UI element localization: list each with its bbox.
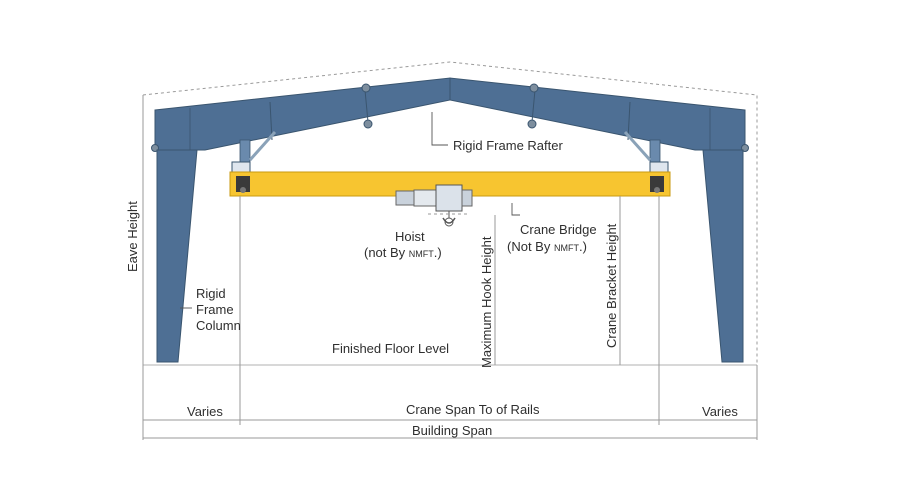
- hoist-label: Hoist: [395, 229, 425, 244]
- rigid-frame-rafters: [151, 77, 749, 152]
- eave-height-label: Eave Height: [125, 201, 140, 272]
- crane-span-label: Crane Span To of Rails: [406, 402, 540, 417]
- column-label-line3: Column: [196, 318, 241, 333]
- hoist-owner-label: (not By NMFT.): [364, 245, 442, 260]
- varies-left-label: Varies: [187, 404, 223, 419]
- building-span-label: Building Span: [412, 423, 492, 438]
- rigid-frame-columns: [156, 149, 744, 363]
- crane-bridge-leader: [511, 203, 520, 216]
- hoist: [395, 184, 473, 227]
- finished-floor-label: Finished Floor Level: [332, 341, 449, 356]
- column-label-line1: Rigid: [196, 286, 226, 301]
- crane-bridge-label: Crane Bridge: [520, 222, 597, 237]
- rafter-leader: [431, 112, 448, 146]
- column-label-line2: Frame: [196, 302, 234, 317]
- rafter-label: Rigid Frame Rafter: [453, 138, 563, 153]
- varies-right-label: Varies: [702, 404, 738, 419]
- max-hook-height-label: Maximum Hook Height: [479, 236, 494, 368]
- crane-brackets: [231, 131, 669, 173]
- span-dimensions: [142, 365, 758, 440]
- crane-bridge-owner-label: (Not By NMFT.): [507, 239, 587, 254]
- crane-bracket-height-label: Crane Bracket Height: [604, 223, 619, 348]
